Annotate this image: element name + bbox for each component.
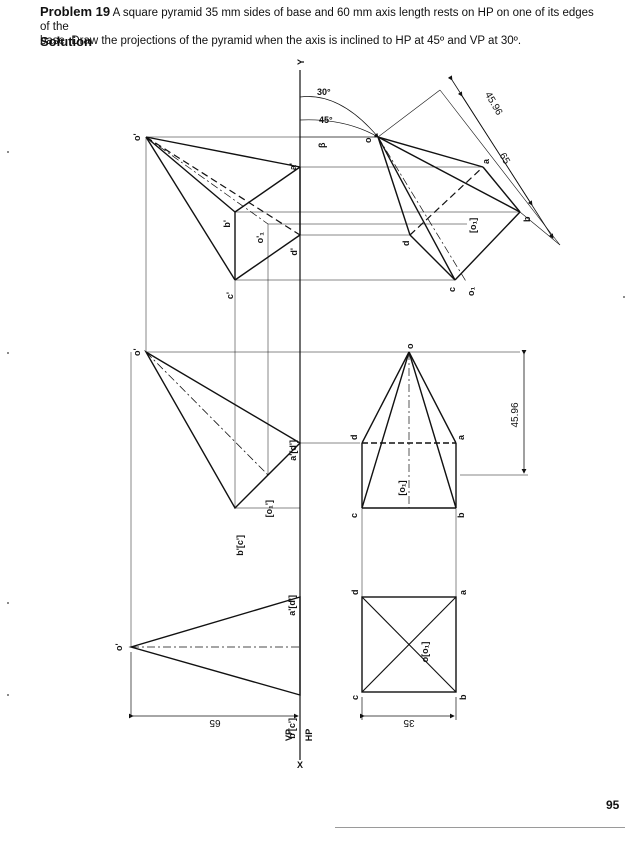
view2-dimension: 45.96 bbox=[460, 350, 528, 476]
scan-speck bbox=[7, 602, 9, 604]
view2-front-view: o' a'[d'] b'[c'] [o₁'] bbox=[132, 348, 520, 556]
page-number: 95 bbox=[606, 798, 620, 812]
v3-oo1: o[o₁] bbox=[420, 642, 430, 663]
v1-o1-prime: o'₁ bbox=[255, 232, 265, 244]
scan-speck bbox=[7, 694, 9, 696]
view1-angles: 30° 45° β bbox=[299, 87, 379, 148]
problem-text-line2: base. Draw the projections of the pyrami… bbox=[40, 35, 522, 47]
v1-c: c bbox=[447, 287, 457, 292]
scan-speck bbox=[623, 296, 625, 298]
v2-bc-prime: b'[c'] bbox=[235, 535, 245, 556]
v3-ad-prime: a'[d'] bbox=[287, 595, 297, 616]
vp-label: VP bbox=[284, 729, 294, 741]
v3-bc-prime: b'[c'] bbox=[287, 718, 297, 739]
v1-a-prime: a' bbox=[288, 163, 298, 170]
v3-dim-65: 65 bbox=[209, 717, 221, 728]
v1-d-prime: d' bbox=[289, 248, 299, 256]
view1-front-view: o' a' b' c' d' o'₁ bbox=[132, 133, 301, 299]
v2-b: b bbox=[456, 512, 466, 518]
v2-o-prime: o' bbox=[132, 348, 142, 356]
v2-c: c bbox=[349, 513, 359, 518]
view2-top-view: o d a c b [o₁] bbox=[349, 343, 466, 518]
v1-o: o bbox=[363, 137, 373, 143]
v1-o1: [o₁] bbox=[468, 218, 478, 233]
v3-dim-35: 35 bbox=[403, 717, 415, 728]
scan-speck bbox=[7, 352, 9, 354]
scan-speck bbox=[7, 151, 9, 153]
problem-statement: Problem 19 A square pyramid 35 mm sides … bbox=[40, 5, 600, 48]
problem-number: Problem 19 bbox=[40, 4, 111, 19]
v2-d: d bbox=[349, 435, 359, 441]
view3-top-view: d a c b o[o₁] bbox=[350, 589, 468, 700]
hp-label: HP bbox=[304, 729, 314, 742]
view3-front-view: o' a'[d'] b'[c'] bbox=[114, 595, 301, 739]
v2-o1: [o₁] bbox=[397, 480, 407, 495]
y-label: Y bbox=[296, 59, 306, 65]
angle-30-label: 30° bbox=[317, 87, 331, 97]
v1-a: a bbox=[481, 158, 491, 164]
v3-a: a bbox=[458, 589, 468, 595]
v2-ad-prime: a'[d'] bbox=[288, 440, 298, 461]
view3-dimensions: 65 35 bbox=[129, 652, 457, 728]
footer-rule bbox=[335, 827, 625, 828]
v1-dim-65: 65 bbox=[497, 151, 512, 167]
solution-heading: Solution bbox=[40, 34, 92, 49]
v1-b: b bbox=[522, 216, 532, 222]
v3-o-prime: o' bbox=[114, 643, 124, 651]
view1-projectors bbox=[130, 136, 520, 647]
v1-b-prime: b' bbox=[222, 220, 232, 228]
beta-label: β bbox=[317, 142, 327, 148]
v2-o1-prime: [o₁'] bbox=[264, 500, 274, 517]
v1-o1b: o₁ bbox=[466, 287, 476, 296]
x-label: X bbox=[297, 760, 303, 770]
v1-o-prime: o' bbox=[132, 133, 142, 141]
view1-top-view: o a b c d [o₁] o₁ bbox=[363, 89, 561, 296]
v2-o: o bbox=[405, 343, 415, 349]
v3-b: b bbox=[458, 694, 468, 700]
v1-d: d bbox=[401, 241, 411, 247]
v2-a: a bbox=[456, 434, 466, 440]
v3-c: c bbox=[350, 695, 360, 700]
v1-c-prime: c' bbox=[225, 292, 235, 299]
v3-d: d bbox=[350, 590, 360, 596]
problem-text-line1: A square pyramid 35 mm sides of base and… bbox=[40, 7, 594, 33]
v2-dim-4596: 45.96 bbox=[510, 402, 521, 427]
v1-dim-4596: 45.96 bbox=[482, 90, 504, 118]
angle-45-label: 45° bbox=[319, 115, 333, 125]
